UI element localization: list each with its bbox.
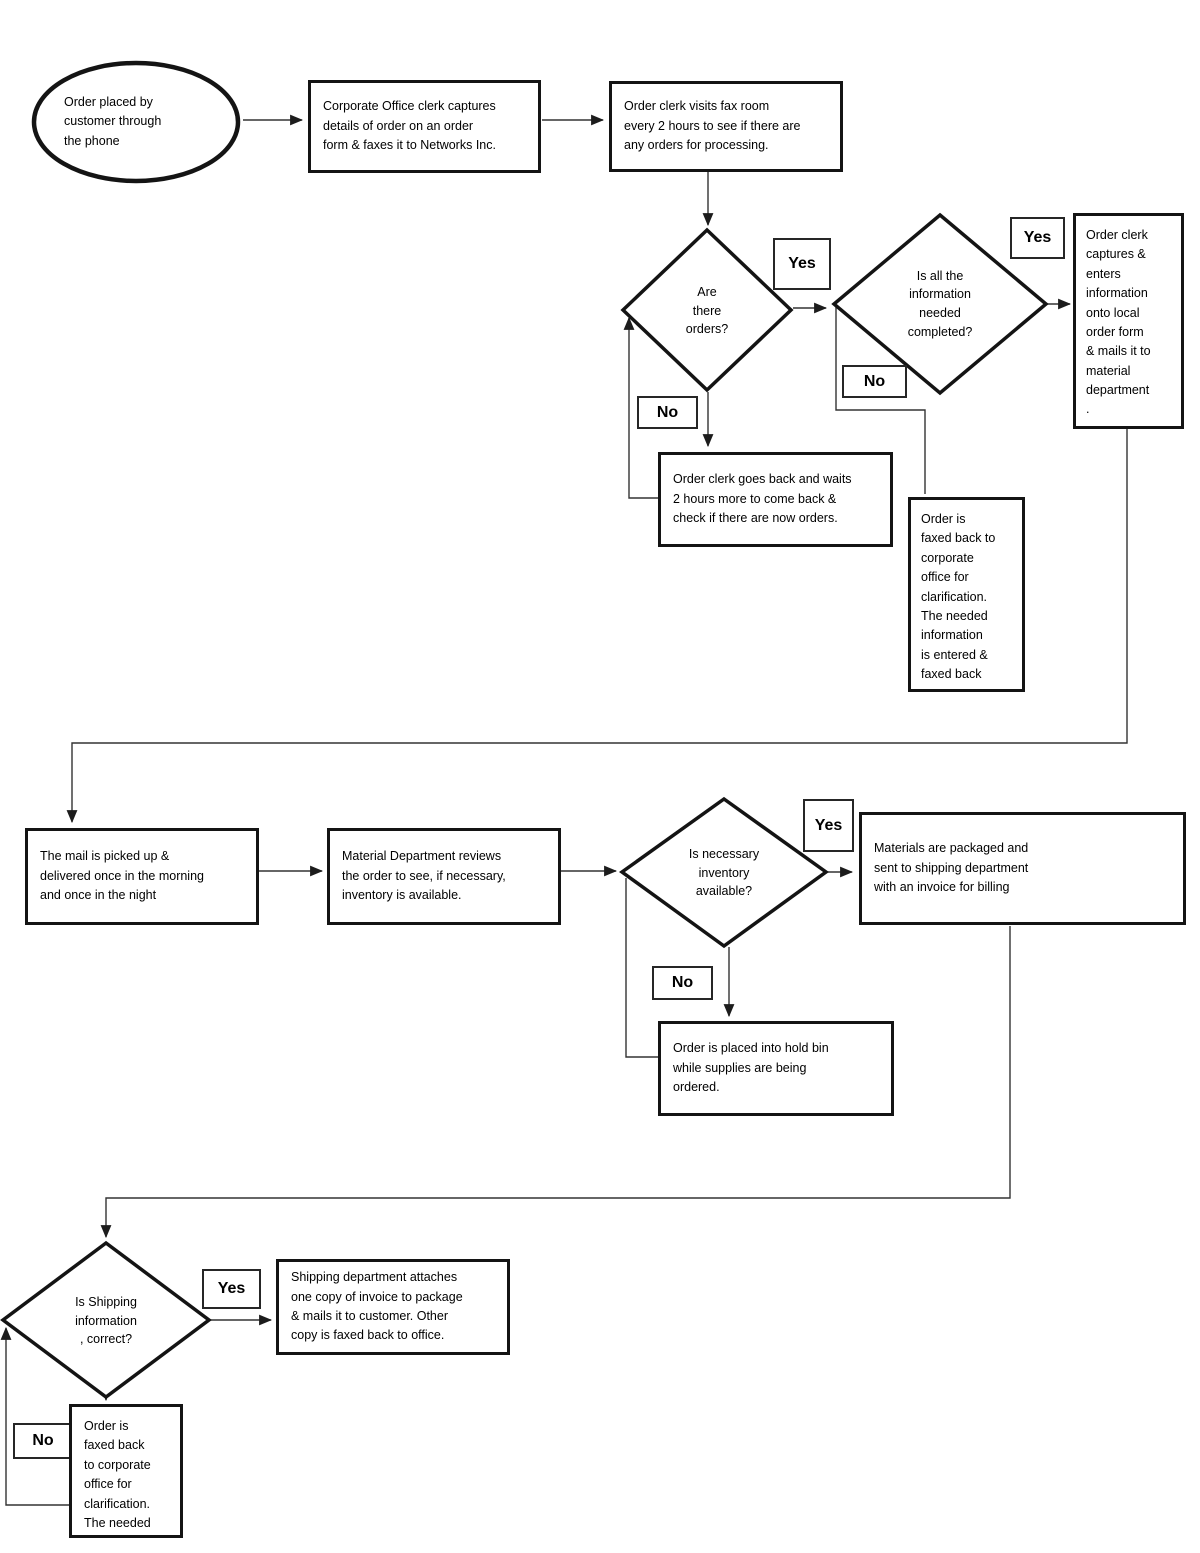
process-enter-local-form: Order clerk captures & enters informatio…: [1073, 213, 1184, 429]
start-ellipse-shape: [31, 60, 241, 184]
decision-inventory-available-shape: [619, 796, 829, 949]
decision-are-there-orders-shape: [620, 227, 794, 393]
process-materials-packaged: Materials are packaged and sent to shipp…: [859, 812, 1186, 925]
edge-packaged-to-shipping: [100, 926, 1011, 1239]
label-no-info: No: [842, 365, 907, 398]
process-corporate-capture: Corporate Office clerk captures details …: [308, 80, 541, 173]
process-material-review: Material Department reviews the order to…: [327, 828, 561, 925]
decision-inventory-available-text: Is necessary inventory available?: [688, 846, 760, 899]
process-fax-back-bottom: Order is faxed back to corporate office …: [69, 1404, 183, 1538]
edge-holdbin-loop: [625, 878, 658, 1058]
label-yes-info: Yes: [1010, 217, 1065, 259]
edge-wait-loop: [623, 316, 658, 499]
process-shipping-attach: Shipping department attaches one copy of…: [276, 1259, 510, 1355]
process-fax-back-clarification: Order is faxed back to corporate office …: [908, 497, 1025, 692]
label-yes-inventory: Yes: [803, 799, 854, 852]
decision-are-there-orders-text: Are there orders?: [685, 284, 729, 337]
edge-info-no: [835, 307, 926, 494]
decision-info-completed-text: Is all the information needed completed?: [907, 268, 973, 339]
decision-info-completed-shape: [831, 212, 1049, 396]
start-ellipse-text: Order placed by customer through the pho…: [64, 94, 162, 148]
label-yes-shipping: Yes: [202, 1269, 261, 1309]
label-yes-orders: Yes: [773, 238, 831, 290]
label-no-inventory: No: [652, 966, 713, 1000]
label-no-shipping: No: [13, 1423, 73, 1459]
edge-localform-to-mail: [66, 429, 1128, 824]
process-fax-room-check: Order clerk visits fax room every 2 hour…: [609, 81, 843, 172]
decision-shipping-correct-shape: [0, 1240, 212, 1400]
label-no-orders: No: [637, 396, 698, 429]
process-wait-2-hours: Order clerk goes back and waits 2 hours …: [658, 452, 893, 547]
edge-faxback-loop: [0, 1326, 70, 1506]
process-hold-bin: Order is placed into hold bin while supp…: [658, 1021, 894, 1116]
decision-shipping-correct-text: Is Shipping information , correct?: [75, 1294, 137, 1347]
process-mail-pickup: The mail is picked up & delivered once i…: [25, 828, 259, 925]
